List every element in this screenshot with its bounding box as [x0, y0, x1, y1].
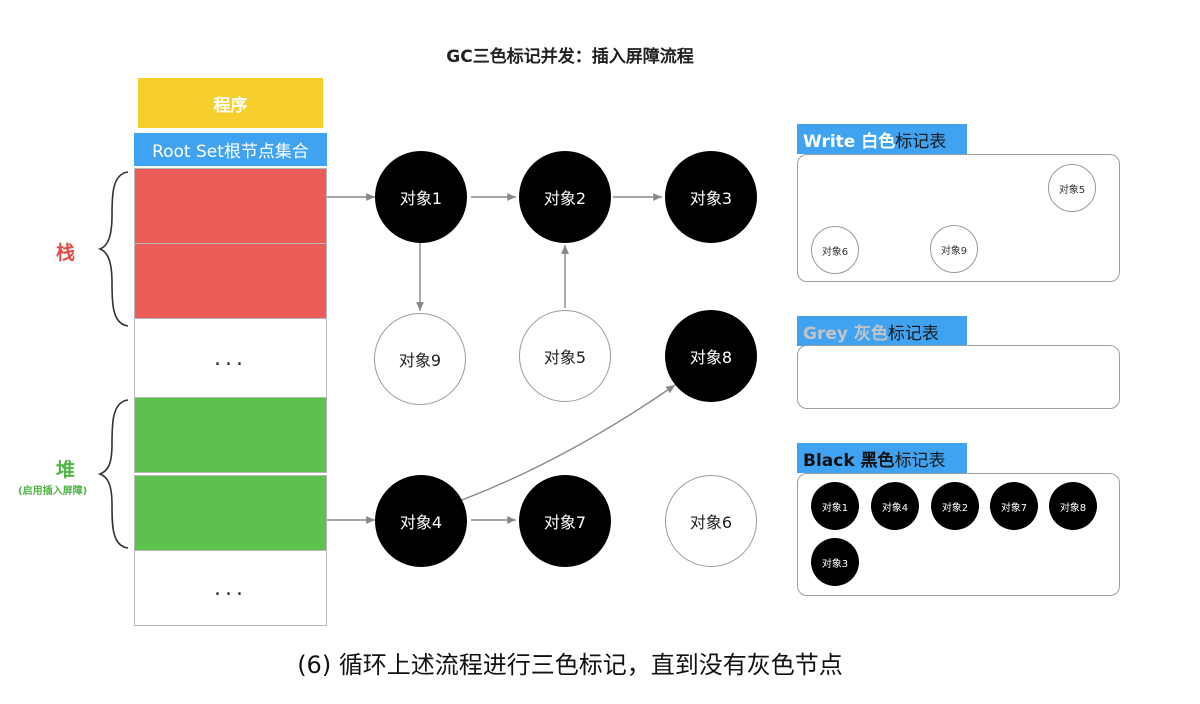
white-item-obj6: 对象6	[811, 226, 859, 274]
black-item-obj2: 对象2	[931, 482, 979, 530]
heap-cell-2	[134, 475, 327, 551]
heap-ellipsis-cell: ...	[134, 550, 327, 626]
stack-cell-2	[134, 243, 327, 319]
grey-table-name: Grey 灰色	[803, 323, 888, 344]
black-table-name: Black 黑色	[803, 450, 895, 471]
white-item-obj5: 对象5	[1048, 164, 1096, 212]
diagram-title: GC三色标记并发：插入屏障流程	[446, 47, 694, 67]
node-obj1: 对象1	[375, 151, 467, 243]
white-item-obj9: 对象9	[930, 225, 978, 273]
step-caption: (6) 循环上述流程进行三色标记，直到没有灰色节点	[297, 651, 843, 679]
black-table-suffix: 标记表	[894, 450, 946, 471]
node-obj8: 对象8	[665, 310, 757, 402]
node-obj7: 对象7	[519, 475, 611, 567]
node-obj6: 对象6	[665, 475, 757, 567]
stack-ellipsis-cell: ...	[134, 318, 327, 398]
stack-label: 栈	[56, 242, 76, 264]
grey-table	[797, 345, 1120, 409]
program-block: 程序	[138, 78, 323, 128]
black-item-obj3: 对象3	[811, 538, 859, 586]
heap-label: 堆	[56, 459, 76, 481]
white-table-header: Write 白色 标记表	[797, 124, 967, 154]
node-obj3: 对象3	[665, 151, 757, 243]
black-item-obj7: 对象7	[990, 482, 1038, 530]
grey-table-suffix: 标记表	[887, 323, 939, 344]
black-table-header: Black 黑色 标记表	[797, 443, 967, 473]
white-table-suffix: 标记表	[895, 131, 947, 152]
stack-cell-1	[134, 168, 327, 244]
black-item-obj1: 对象1	[811, 482, 859, 530]
black-item-obj8: 对象8	[1049, 482, 1097, 530]
grey-table-header: Grey 灰色 标记表	[797, 316, 967, 346]
node-obj9: 对象9	[374, 313, 466, 405]
heap-cell-1	[134, 397, 327, 473]
heap-note: (启用插入屏障)	[18, 486, 88, 497]
edge-obj4-obj8	[461, 384, 676, 501]
root-set-block: Root Set根节点集合	[134, 133, 327, 166]
heap-brace	[97, 399, 129, 549]
node-obj4: 对象4	[375, 475, 467, 567]
node-obj5: 对象5	[519, 310, 611, 402]
white-table-name: Write 白色	[803, 131, 896, 152]
node-obj2: 对象2	[519, 151, 611, 243]
black-item-obj4: 对象4	[871, 482, 919, 530]
stack-brace	[97, 171, 129, 327]
